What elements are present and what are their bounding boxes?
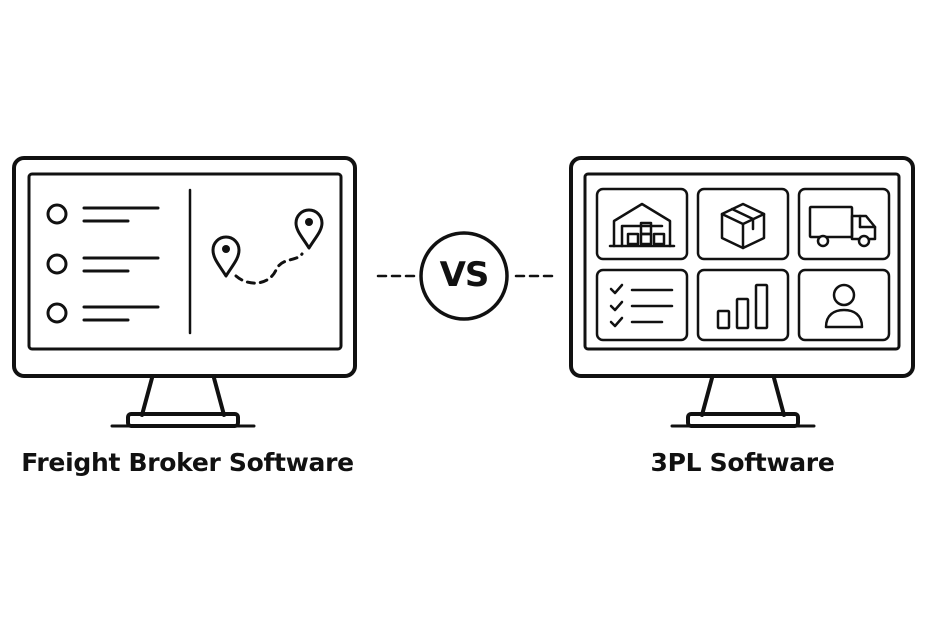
3pl-caption: 3PL Software: [650, 448, 835, 477]
tile: [696, 268, 790, 342]
map-pin-icon: [294, 208, 324, 250]
list-bullet-icon: [46, 203, 68, 225]
list-item: [46, 203, 160, 225]
map-pin-icon: [211, 235, 241, 278]
package-box-icon: [720, 202, 766, 250]
left-monitor: [12, 156, 357, 428]
left-monitor-base: [126, 412, 240, 428]
bar-chart-icon: [716, 283, 769, 330]
tile: [696, 187, 790, 261]
checklist-icon: [609, 283, 674, 328]
right-monitor-screen: [583, 172, 901, 351]
left-monitor-screen: [27, 172, 343, 351]
list-bullet-icon: [46, 253, 68, 275]
right-monitor-base: [686, 412, 800, 428]
list-bullet-icon: [46, 302, 68, 324]
user-icon: [824, 283, 864, 329]
dashed-route-icon: [234, 252, 304, 285]
tile: [595, 187, 689, 261]
tile: [797, 268, 891, 342]
freight-broker-caption: Freight Broker Software: [21, 448, 354, 477]
list-item: [46, 253, 160, 275]
tile: [797, 187, 891, 261]
right-monitor-neck: [700, 376, 786, 417]
tile-grid: [595, 187, 891, 342]
vs-label: VS: [439, 255, 490, 295]
right-monitor: [569, 156, 915, 428]
map-route-panel: [211, 208, 324, 285]
warehouse-icon: [608, 202, 676, 248]
delivery-truck-icon: [808, 205, 877, 248]
right-monitor-frame: [569, 156, 915, 378]
left-monitor-frame: [12, 156, 357, 378]
versus-badge: [376, 231, 554, 321]
list-item: [46, 302, 160, 324]
vs-circle: [419, 231, 509, 321]
left-monitor-neck: [140, 376, 226, 417]
tile: [595, 268, 689, 342]
list-panel: [46, 203, 160, 324]
